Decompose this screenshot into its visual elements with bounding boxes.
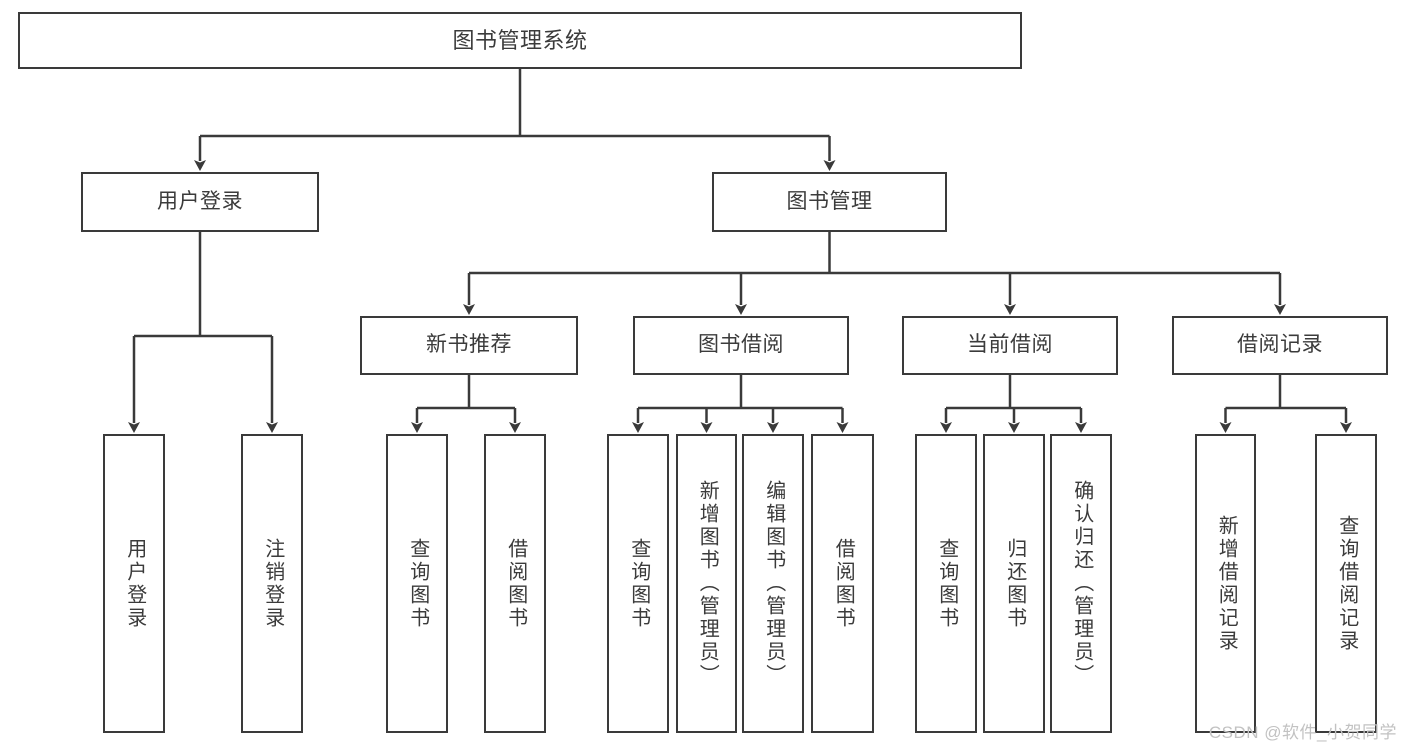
node-label: 图书管理	[786, 189, 873, 213]
node-root[interactable]: 图书管理系统	[18, 12, 1022, 69]
node-label: 归还图书	[1003, 537, 1026, 630]
node-label: 图书管理系统	[452, 27, 588, 53]
node-label: 查询图书	[406, 537, 429, 630]
node-book-borrow[interactable]: 图书借阅	[633, 316, 849, 375]
node-label: 查询图书	[935, 537, 958, 630]
node-user-login[interactable]: 用户登录	[81, 172, 319, 232]
node-leaf-add-book[interactable]: 新增图书（管理员）	[676, 434, 737, 733]
node-leaf-user-login[interactable]: 用户登录	[103, 434, 165, 733]
node-label: 编辑图书（管理员）	[762, 480, 785, 687]
node-label: 确认归还（管理员）	[1070, 480, 1093, 687]
node-borrow-record[interactable]: 借阅记录	[1172, 316, 1388, 375]
node-leaf-logout[interactable]: 注销登录	[241, 434, 303, 733]
node-leaf-return[interactable]: 归还图书	[983, 434, 1045, 733]
node-label: 注销登录	[261, 537, 284, 630]
node-leaf-borrow-1[interactable]: 借阅图书	[484, 434, 546, 733]
node-leaf-query-rec[interactable]: 查询借阅记录	[1315, 434, 1377, 733]
node-leaf-edit-book[interactable]: 编辑图书（管理员）	[742, 434, 804, 733]
csdn-watermark: CSDN @软件_小贺同学	[1208, 723, 1397, 742]
node-leaf-query-1[interactable]: 查询图书	[386, 434, 448, 733]
node-label: 查询借阅记录	[1335, 514, 1358, 653]
node-label: 当前借阅	[967, 333, 1053, 357]
node-book-manage[interactable]: 图书管理	[712, 172, 947, 232]
node-label: 新增借阅记录	[1215, 514, 1238, 653]
node-label: 用户登录	[157, 189, 243, 213]
node-label: 图书借阅	[698, 333, 784, 357]
node-label: 新书推荐	[426, 333, 512, 357]
node-label: 借阅记录	[1237, 333, 1323, 357]
node-leaf-add-rec[interactable]: 新增借阅记录	[1195, 434, 1256, 733]
node-current-borrow[interactable]: 当前借阅	[902, 316, 1118, 375]
node-label: 查询图书	[627, 537, 650, 630]
node-leaf-borrow-2[interactable]: 借阅图书	[811, 434, 874, 733]
node-label: 借阅图书	[832, 537, 855, 630]
node-leaf-query-3[interactable]: 查询图书	[915, 434, 977, 733]
node-leaf-query-2[interactable]: 查询图书	[607, 434, 669, 733]
node-label: 借阅图书	[504, 537, 527, 630]
node-label: 用户登录	[123, 537, 146, 630]
node-leaf-confirm[interactable]: 确认归还（管理员）	[1050, 434, 1112, 733]
node-label: 新增图书（管理员）	[696, 480, 719, 687]
node-new-book-rec[interactable]: 新书推荐	[360, 316, 578, 375]
